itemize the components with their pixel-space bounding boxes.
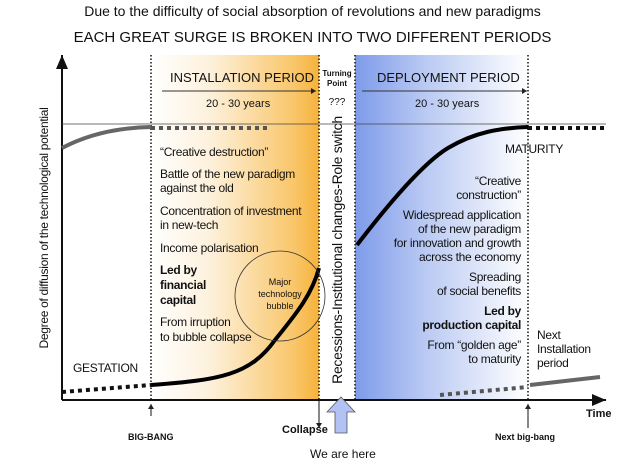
installation-band bbox=[151, 55, 319, 400]
installation-point: in new-tech bbox=[160, 218, 219, 232]
bubble-line: Major bbox=[268, 277, 292, 287]
deployment-led-by: Led by bbox=[484, 304, 521, 318]
installation-point: against the old bbox=[160, 181, 234, 195]
installation-led-by: Led by bbox=[160, 263, 197, 277]
y-axis-label: Degree of diffusion of the technological… bbox=[37, 107, 51, 349]
gestation-label: GESTATION bbox=[73, 361, 138, 375]
deployment-curve bbox=[355, 125, 529, 247]
deployment-point: of the new paradigm bbox=[417, 222, 521, 236]
turning-point-value: ??? bbox=[328, 97, 346, 108]
next-big-bang-label: Next big-bang bbox=[495, 432, 555, 442]
next-installation-line: period bbox=[537, 356, 569, 370]
bubble-label: Major technology bubble bbox=[240, 276, 320, 312]
big-bang-label: BIG-BANG bbox=[128, 432, 174, 442]
deployment-from: to maturity bbox=[468, 352, 521, 366]
installation-point: Income polarisation bbox=[160, 241, 259, 255]
installation-curve bbox=[150, 267, 321, 387]
deployment-band bbox=[355, 55, 528, 400]
next-installation-line: Next bbox=[537, 328, 561, 342]
deployment-point: construction” bbox=[456, 188, 521, 202]
deployment-point: Spreading bbox=[468, 270, 521, 284]
installation-from: to bubble collapse bbox=[160, 330, 252, 344]
next-installation-curve bbox=[529, 375, 601, 387]
deployment-point: of social benefits bbox=[437, 284, 521, 298]
installation-led-by: financial bbox=[160, 278, 206, 292]
deployment-title: DEPLOYMENT PERIOD bbox=[377, 70, 520, 85]
installation-point: Battle of the new paradigm bbox=[160, 167, 295, 181]
bubble-line: technology bbox=[258, 289, 302, 299]
installation-point: “Creative destruction” bbox=[160, 145, 269, 159]
we-are-here-arrow bbox=[326, 396, 356, 434]
installation-led-by: capital bbox=[160, 293, 196, 307]
installation-duration: 20 - 30 years bbox=[206, 98, 271, 110]
bubble-line: bubble bbox=[266, 301, 294, 311]
installation-from: From irruption bbox=[160, 315, 231, 329]
gestation-dotted bbox=[61, 383, 152, 394]
installation-title: INSTALLATION PERIOD bbox=[170, 70, 314, 85]
period-dividers bbox=[150, 55, 529, 400]
next-gestation-dotted bbox=[439, 385, 529, 397]
old-paradigm-curve bbox=[61, 125, 152, 150]
maturity-label: MATURITY bbox=[505, 142, 564, 156]
next-installation-label: Next Installation period bbox=[537, 328, 591, 370]
deployment-point: across the economy bbox=[419, 250, 521, 264]
turning-point-line: Point bbox=[327, 79, 347, 88]
deployment-from: From “golden age” bbox=[427, 338, 521, 352]
deployment-point: “Creative bbox=[475, 174, 521, 188]
deployment-duration: 20 - 30 years bbox=[415, 98, 480, 110]
we-are-here-label: We are here bbox=[310, 447, 376, 461]
deployment-point: Widespread application bbox=[402, 208, 521, 222]
installation-point: Concentration of investment bbox=[160, 204, 302, 218]
turning-point-line: Turning bbox=[322, 69, 352, 78]
turning-point-title: Turning Point bbox=[319, 69, 355, 89]
x-axis-label: Time bbox=[586, 408, 612, 420]
deployment-led-by: production capital bbox=[422, 318, 521, 332]
next-installation-line: Installation bbox=[537, 342, 591, 356]
deployment-points: “Creative construction” Widespread appli… bbox=[300, 174, 522, 366]
deployment-point: for innovation and growth bbox=[393, 236, 522, 250]
title-line-2: EACH GREAT SURGE IS BROKEN INTO TWO DIFF… bbox=[73, 29, 552, 46]
collapse-label: Collapse bbox=[282, 424, 328, 436]
title-line-1: Due to the difficulty of social absorpti… bbox=[84, 3, 541, 19]
bubble-circle bbox=[234, 250, 326, 342]
